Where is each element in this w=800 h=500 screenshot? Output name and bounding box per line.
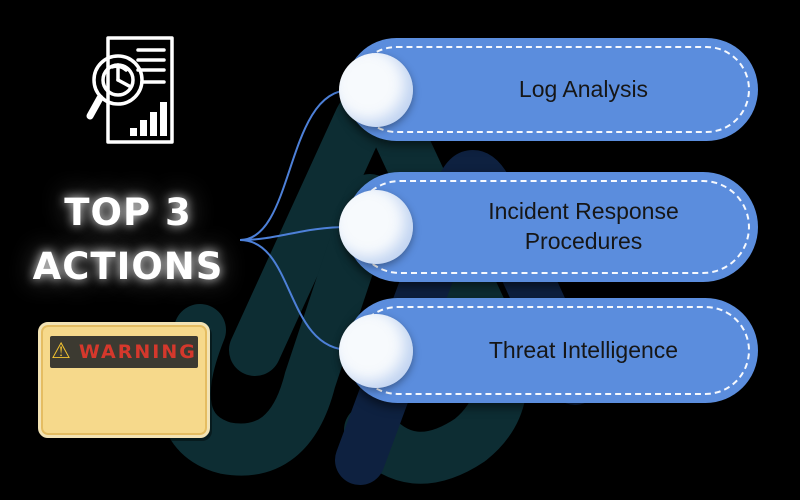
title-line-1: TOP 3 [64, 191, 192, 234]
warning-triangle-icon: ⚠ [51, 339, 71, 364]
action-item-incident-response: Incident Response Procedures [339, 172, 758, 282]
title-line-2: ACTIONS [32, 244, 224, 288]
action-label: Log Analysis [518, 75, 649, 102]
action-item-log-analysis: Log Analysis [339, 38, 758, 141]
action-label: Threat Intelligence [488, 336, 679, 363]
bullet-circle [339, 52, 413, 127]
action-label: Incident Response Procedures [488, 198, 679, 254]
bullet-circle [339, 313, 413, 388]
action-item-threat-intelligence: Threat Intelligence [339, 298, 758, 403]
warning-label: WARNING [78, 341, 197, 363]
page-title: TOP 3 ACTIONS [18, 186, 238, 293]
report-magnifier-icon [82, 24, 182, 154]
warning-sign: ⚠ WARNING [38, 322, 210, 438]
bullet-circle [339, 190, 413, 264]
warning-band: ⚠ WARNING [50, 336, 198, 368]
